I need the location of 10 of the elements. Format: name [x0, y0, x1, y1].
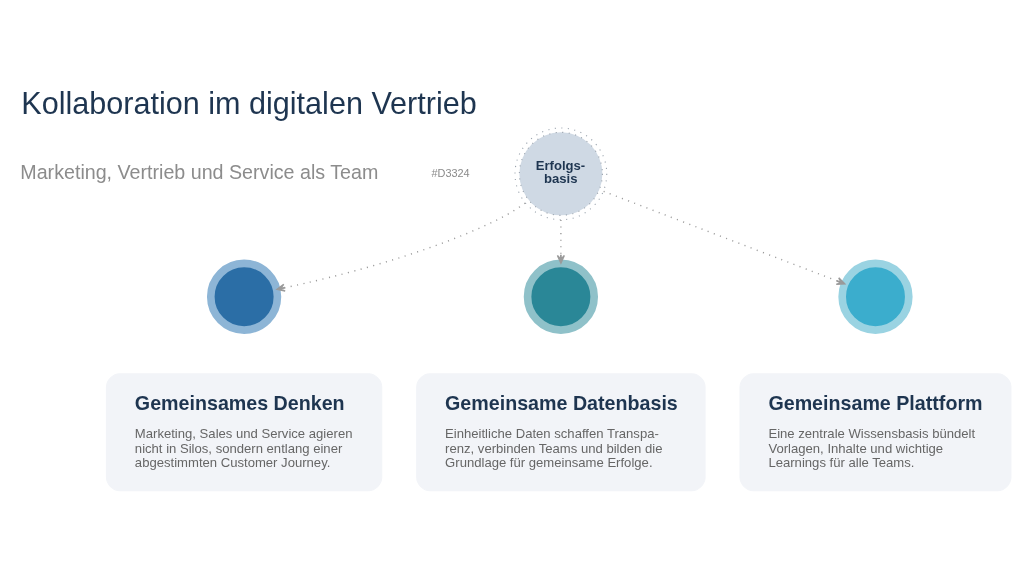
label: #D3324: [431, 166, 470, 179]
diagram-title: Kollaboration im digitalen Vertrieb: [21, 86, 477, 121]
label: Marketing, Vertrieb und Service als Team: [20, 160, 379, 183]
node-circle: [838, 259, 913, 334]
arrow: [602, 190, 846, 285]
node-circle: [206, 259, 282, 334]
arrow: [276, 202, 526, 292]
arrow: [556, 219, 566, 264]
node-circle: [523, 259, 599, 334]
node-circle: Erfolgs- basis: [514, 127, 608, 221]
